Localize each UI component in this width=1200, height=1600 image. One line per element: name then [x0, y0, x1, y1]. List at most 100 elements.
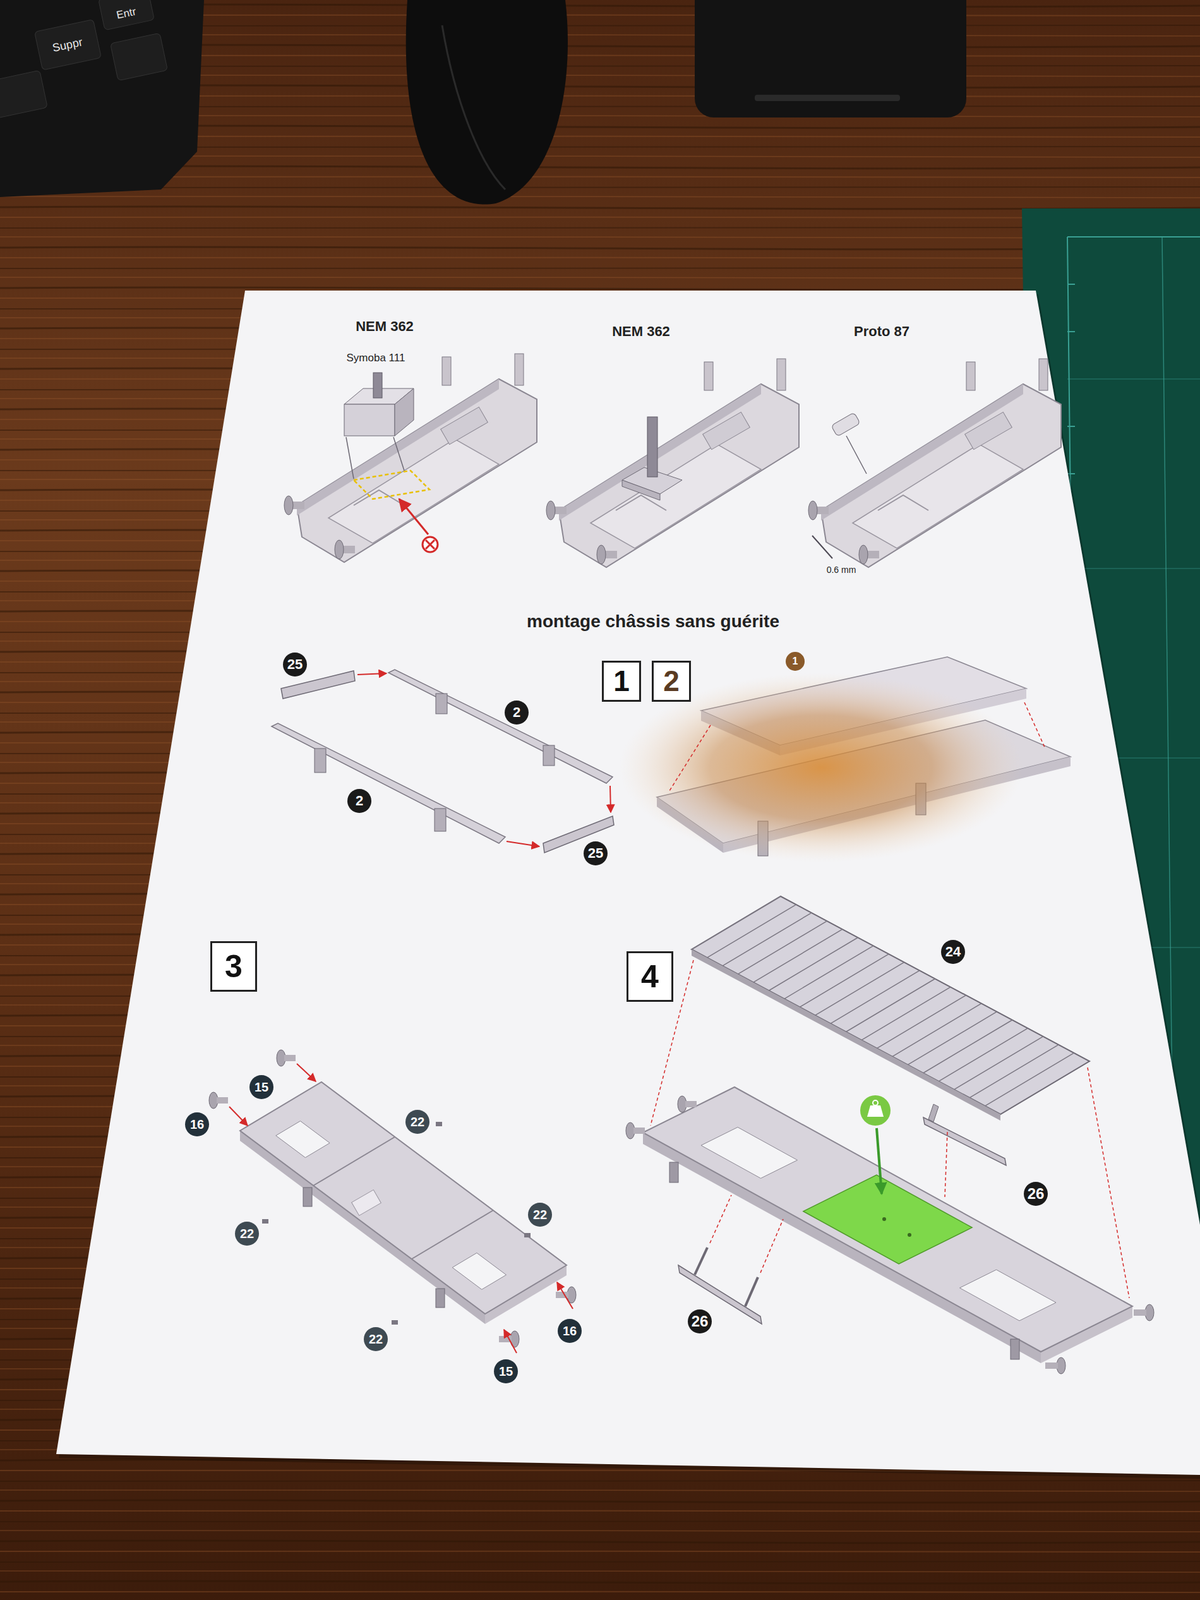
mouse	[406, 0, 568, 205]
coupler-views	[393, 437, 405, 471]
coupler-views	[812, 535, 833, 559]
step-4-chassis	[803, 1174, 972, 1264]
step-1-frame-rails	[434, 808, 446, 832]
step-4-chassis	[867, 1105, 884, 1117]
step-4-chassis	[677, 1095, 687, 1113]
key-label: Suppr	[51, 36, 84, 55]
coupler-views	[846, 435, 867, 474]
step-4-chassis	[642, 1086, 1133, 1352]
coupler-views	[284, 353, 1062, 568]
coupler-views	[425, 540, 435, 549]
number-text: 22	[533, 1208, 547, 1221]
step-4-chassis	[633, 1127, 645, 1134]
step-3-chassis	[209, 1092, 218, 1109]
step-4-chassis	[1045, 1362, 1058, 1369]
step-1-frame-rails	[357, 673, 387, 675]
callout-number: 1	[785, 651, 805, 671]
step-4-chassis	[691, 896, 1090, 1115]
coupler-views	[622, 480, 660, 501]
step-4-chassis	[1056, 1357, 1066, 1374]
step-3-chassis	[435, 1121, 443, 1127]
step-4-chassis	[669, 1162, 679, 1183]
coupler-standard: NEM 362	[612, 324, 671, 340]
number-text: 22	[410, 1115, 425, 1128]
callout-number: 16	[185, 1112, 210, 1137]
coupler-views	[647, 416, 658, 477]
step-3-chassis	[411, 1210, 494, 1259]
callout-number: 22	[363, 1326, 388, 1351]
instruction-sheet	[56, 290, 1200, 1475]
mouse	[406, 0, 568, 205]
callout-number: 22	[528, 1202, 552, 1227]
callout-number: 2	[347, 788, 372, 813]
step-1-frame-rails	[506, 841, 540, 847]
step-4-chassis	[1087, 1067, 1130, 1298]
step-4-chassis	[691, 949, 1001, 1121]
step-4-chassis	[1010, 1338, 1020, 1360]
keyboard	[0, 70, 48, 119]
number-text: 22	[368, 1332, 383, 1346]
step-3-chassis	[303, 1187, 312, 1207]
coupler-views	[394, 388, 414, 436]
coupler-views	[344, 404, 395, 436]
number-text: 1	[613, 666, 630, 696]
black-case	[694, 0, 967, 118]
step-number-box: 4	[626, 951, 674, 1002]
step-3-chassis	[262, 1218, 269, 1224]
step-3-chassis	[209, 1049, 576, 1353]
coupler-views	[422, 536, 438, 552]
callout-number: 16	[557, 1318, 582, 1343]
step-1-frame-rails	[543, 745, 555, 766]
coupler-views	[353, 470, 430, 499]
number-text: 2	[512, 705, 521, 720]
callout-number: 25	[282, 652, 307, 677]
callout-number: 26	[1023, 1181, 1049, 1207]
step-4-chassis	[694, 1247, 708, 1275]
callout-number: 24	[941, 939, 966, 964]
coupler-views	[831, 412, 861, 437]
section-heading: montage châssis sans guérite	[526, 612, 780, 632]
black-case	[754, 94, 900, 102]
step-4-chassis	[745, 1277, 758, 1307]
step-3-chassis	[435, 1288, 445, 1308]
number-text: 26	[1027, 1186, 1045, 1202]
keyboard	[0, 0, 204, 198]
cutting-mat	[1067, 236, 1200, 238]
step-4-chassis	[701, 1127, 798, 1179]
number-text: 2	[355, 793, 364, 808]
step-4-chassis	[882, 1217, 887, 1221]
step-3-chassis	[284, 1054, 296, 1062]
cutting-mat	[1067, 378, 1200, 379]
step-number-box: 2	[651, 660, 691, 702]
step-4-chassis	[928, 1104, 939, 1122]
callout-number: 22	[234, 1221, 259, 1246]
step-4-chassis	[1145, 1304, 1154, 1321]
step-3-chassis	[504, 1329, 517, 1353]
number-text: 24	[945, 944, 961, 959]
mouse	[442, 25, 506, 190]
step-number-box: 1	[601, 660, 642, 702]
step-3-chassis	[557, 1282, 573, 1309]
step-4-chassis	[860, 1095, 891, 1126]
coupler-views	[808, 358, 1062, 568]
number-text: 4	[641, 960, 659, 993]
keyboard	[34, 19, 102, 71]
coupler-views	[399, 498, 429, 535]
number-text: 15	[254, 1080, 269, 1094]
step-4-chassis	[944, 1131, 948, 1197]
number-text: 16	[562, 1324, 577, 1338]
callout-number: 15	[493, 1359, 518, 1384]
number-text: 1	[792, 656, 799, 667]
step-4-chassis	[625, 896, 1154, 1374]
step-3-chassis	[524, 1232, 531, 1238]
step-3-chassis	[391, 1320, 398, 1325]
number-text: 25	[287, 657, 303, 672]
step-2-frame-and-floor	[669, 725, 711, 791]
number-text: 16	[190, 1117, 204, 1131]
step-1-frame-rails	[271, 723, 506, 844]
